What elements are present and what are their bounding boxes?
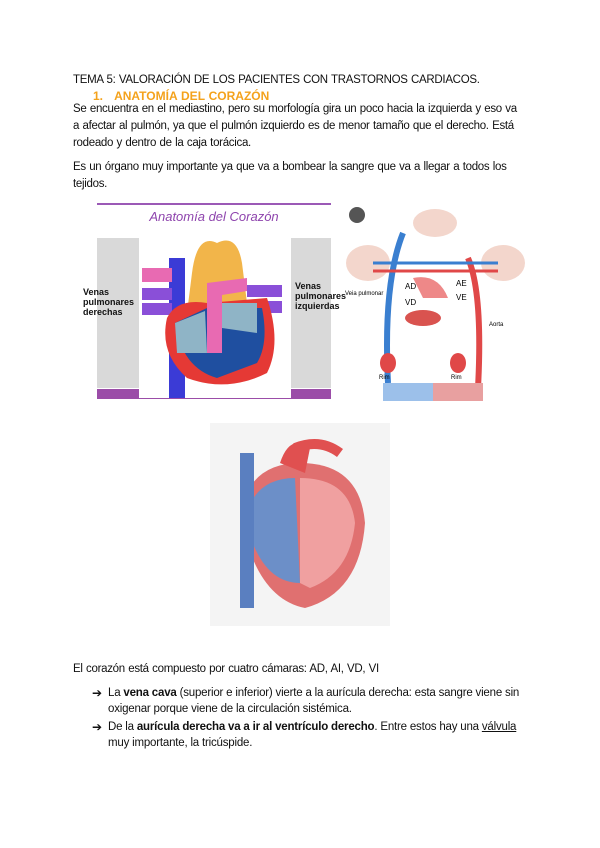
label-ad: AD [405, 282, 416, 291]
section-number: 1. [93, 89, 104, 103]
right-veins-label: Venas pulmonares izquierdas [295, 281, 349, 311]
heart-anatomy-figure: Anatomía del Corazón Venas pulmonares de… [83, 203, 346, 399]
bullet-item: ➔ De la aurícula derecha va a ir al vent… [92, 719, 532, 751]
right-arrow-icon: ➔ [92, 686, 103, 700]
paragraph-line: Es un órgano muy importante ya que va a … [73, 161, 507, 173]
logo-icon [349, 207, 365, 223]
section-heading: 1. ANATOMÍA DEL CORAZÓN [93, 88, 269, 105]
left-veins-label: Venas pulmonares derechas [83, 287, 137, 317]
circulation-diagram: AD VD AE VE Veia pulmonar Aorta Rim Rim [345, 207, 525, 401]
section-heading-text: ANATOMÍA DEL CORAZÓN [114, 89, 270, 103]
right-arrow-icon: ➔ [92, 720, 103, 734]
bullet-text: La vena cava (superior e inferior) viert… [108, 687, 520, 715]
figure-title: Anatomía del Corazón [148, 209, 278, 224]
label-ve: VE [456, 293, 467, 302]
bullet-list: ➔ La vena cava (superior e inferior) vie… [92, 685, 532, 753]
chambers-text: El corazón está compuesto por cuatro cám… [73, 663, 379, 675]
label-rim-left: Rim [379, 375, 390, 381]
paragraph-line: rodeado y dentro de la caja torácica. [73, 137, 251, 149]
bullet-item: ➔ La vena cava (superior e inferior) vie… [92, 685, 532, 717]
document-title: TEMA 5: VALORACIÓN DE LOS PACIENTES CON … [73, 74, 480, 86]
heart-section-figure [210, 423, 390, 626]
paragraph-line: a afectar al pulmón, ya que el pulmón iz… [73, 120, 514, 132]
label-vein: Veia pulmonar [345, 291, 383, 297]
paragraph-line: tejidos. [73, 178, 108, 190]
paragraph-line: Se encuentra en el mediastino, pero su m… [73, 103, 517, 115]
label-rim-right: Rim [451, 375, 462, 381]
bullet-text: De la aurícula derecha va a ir al ventrí… [108, 721, 517, 749]
label-ae: AE [456, 279, 467, 288]
label-aorta: Aorta [489, 322, 504, 328]
label-vd: VD [405, 298, 416, 307]
